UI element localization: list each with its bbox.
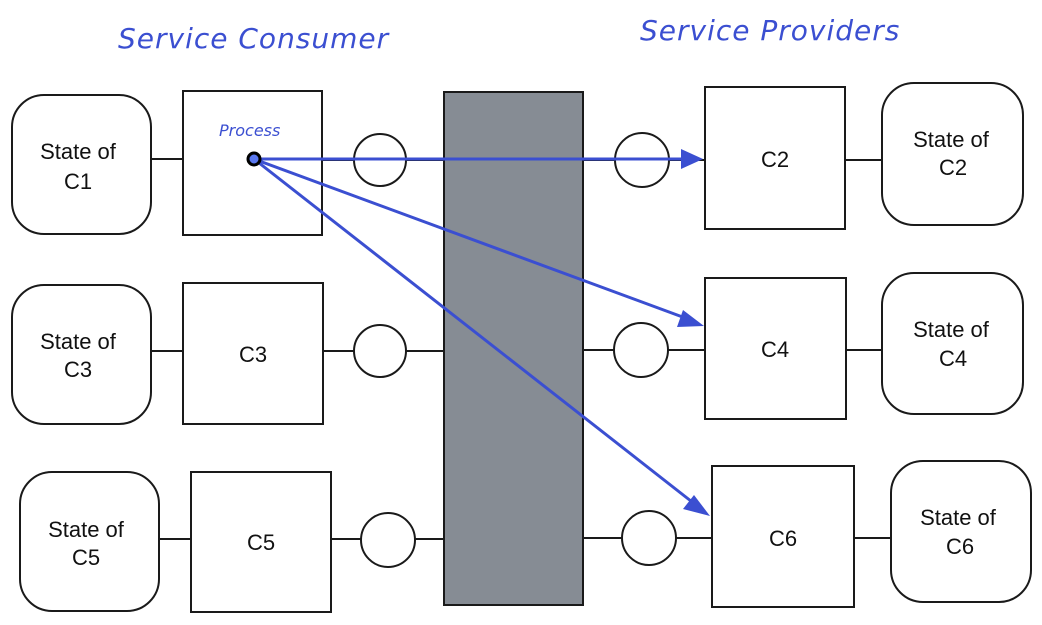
consumer-row-1: State of C1 Process (11, 90, 444, 236)
state-label-line1: State of (913, 317, 990, 342)
component-label: C6 (769, 526, 797, 551)
call-arrows (253, 149, 710, 516)
component-box-c6[interactable] (711, 465, 855, 608)
state-label-line1: State of (920, 505, 997, 530)
arrowhead-c6 (683, 495, 710, 516)
state-label-line2: C5 (72, 545, 100, 570)
heading-service-providers: Service Providers (640, 14, 900, 47)
state-box-c3[interactable] (11, 284, 152, 425)
state-label-line1: State of (40, 329, 117, 354)
state-box-c2[interactable] (881, 82, 1024, 226)
component-box-c2[interactable] (704, 86, 846, 230)
consumer-row-3: State of C5 C5 (19, 471, 444, 613)
interface-port[interactable] (353, 324, 407, 378)
state-label-line2: C3 (64, 357, 92, 382)
service-bus (443, 91, 584, 606)
state-label-line1: State of (913, 127, 990, 152)
state-box-c4[interactable] (881, 272, 1024, 415)
consumer-row-2: State of C3 C3 (11, 282, 444, 425)
interface-port[interactable] (360, 512, 416, 568)
provider-row-3: C6 State of C6 (583, 460, 1032, 608)
interface-port[interactable] (621, 510, 677, 566)
arrow-process-to-c4 (253, 157, 689, 321)
component-box-c3[interactable] (182, 282, 324, 425)
arrowhead-c4 (677, 310, 704, 327)
state-box-c6[interactable] (890, 460, 1032, 603)
state-label-line2: C2 (939, 155, 967, 180)
component-label: C4 (761, 337, 789, 362)
component-box-c4[interactable] (704, 277, 847, 420)
component-label: C3 (239, 342, 267, 367)
arrow-process-to-c6 (253, 157, 697, 507)
component-label: C5 (247, 530, 275, 555)
provider-row-1: C2 State of C2 (583, 82, 1024, 230)
state-box-c5[interactable] (19, 471, 160, 612)
state-box-c1[interactable] (11, 94, 152, 235)
state-label-line1: State of (48, 517, 125, 542)
process-dot[interactable] (246, 151, 262, 167)
state-label-line2: C1 (64, 169, 92, 194)
component-box-c5[interactable] (190, 471, 332, 613)
state-label-line1: State of (40, 139, 117, 164)
process-label: Process (219, 121, 280, 140)
component-label: C2 (761, 147, 789, 172)
provider-row-2: C4 State of C4 (583, 272, 1024, 420)
interface-port[interactable] (613, 322, 669, 378)
arrowhead-c2 (681, 149, 703, 169)
state-label-line2: C4 (939, 346, 967, 371)
state-label-line2: C6 (946, 534, 974, 559)
heading-service-consumer: Service Consumer (118, 22, 390, 55)
